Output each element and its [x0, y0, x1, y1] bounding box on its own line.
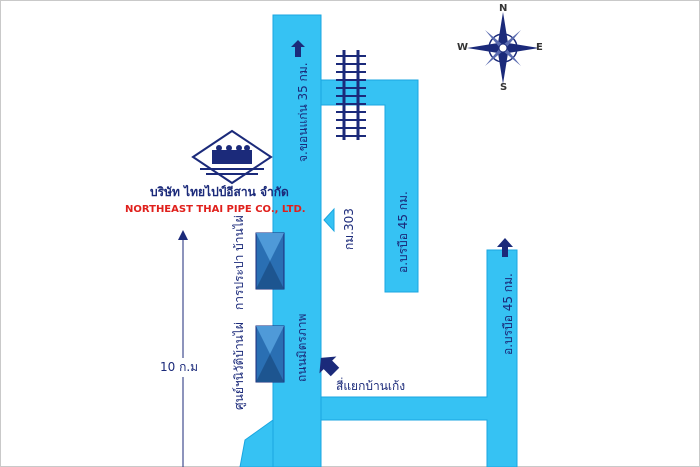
- compass-e-label: E: [536, 42, 543, 53]
- distance-label: 10 ก.ม: [158, 358, 201, 377]
- main-road-label: ถนนมิตรภาพ: [295, 313, 309, 382]
- intersection-label: สี่แยกบ้านเก้ง: [336, 379, 406, 393]
- company-name-th: บริษัท ไทยไปป์อีสาน จำกัด: [150, 185, 289, 199]
- north-arrow-main: [291, 40, 305, 57]
- railway-track: [336, 50, 366, 140]
- km-marker-icon: [323, 207, 335, 233]
- distance-arrow: [178, 230, 188, 467]
- compass-s-label: S: [500, 82, 508, 93]
- company-name-en: NORTHEAST THAI PIPE CO., LTD.: [125, 204, 306, 215]
- school-label: การประปา บ้านไผ่: [232, 215, 246, 310]
- to-khon-kaen-label: จ.ขอนแก่น 35 กม.: [296, 62, 310, 162]
- company-logo: [191, 129, 273, 185]
- building-school-icon: [255, 232, 285, 290]
- to-borabue-upper-label: อ.บรบือ 45 กม.: [396, 191, 410, 273]
- building-center-icon: [255, 325, 285, 383]
- center-label: ศูนย์ฯนิวัติบ้านไผ่: [232, 322, 246, 410]
- upper-branch-road: [320, 79, 419, 293]
- compass-w-label: W: [457, 42, 469, 53]
- compass-n-label: N: [499, 3, 508, 14]
- lower-branch-road: [320, 249, 518, 467]
- km-marker-label: กม.303: [342, 208, 356, 250]
- compass-rose-icon: [467, 12, 539, 84]
- to-borabue-lower-label: อ.บรบือ 45 กม.: [501, 273, 515, 355]
- intersection-arrow-icon: [319, 356, 340, 377]
- bottom-left-road: [239, 419, 274, 467]
- north-arrow-east: [497, 238, 513, 257]
